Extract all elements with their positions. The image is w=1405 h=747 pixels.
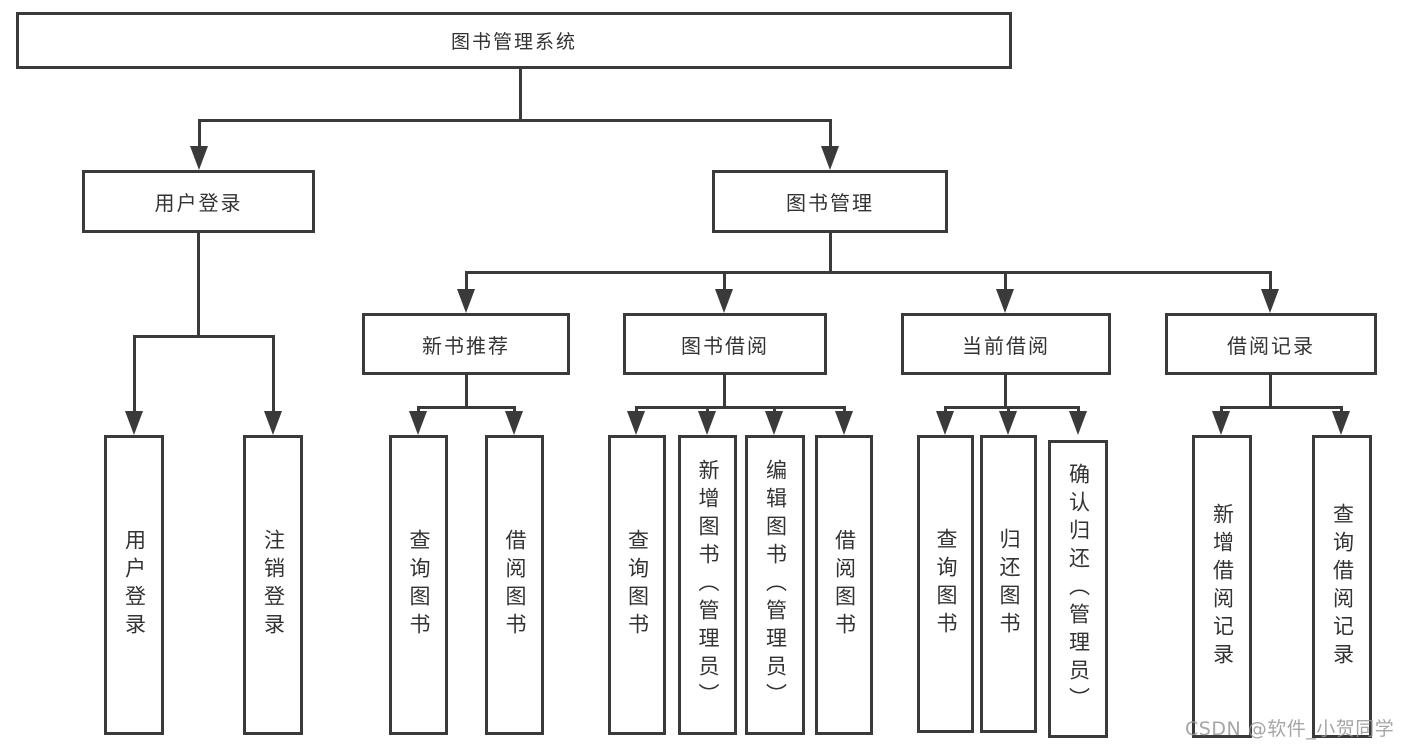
connector-segment <box>723 271 726 289</box>
arrow-down-icon <box>835 411 853 435</box>
leaf-query-borrow-record: 查询借阅记录 <box>1312 435 1372 738</box>
leaf-return-books: 归还图书 <box>980 435 1037 733</box>
arrow-down-icon <box>1069 411 1087 435</box>
node-new-book-recommend: 新书推荐 <box>362 313 570 375</box>
connector-segment <box>1269 271 1272 289</box>
arrow-down-icon <box>409 411 427 435</box>
connector-segment <box>133 335 275 338</box>
arrow-down-icon <box>505 411 523 435</box>
connector-segment <box>1007 406 1010 413</box>
connector-segment <box>133 335 136 411</box>
node-book-management: 图书管理 <box>712 170 948 233</box>
connector-segment <box>1077 406 1080 413</box>
leaf-query-books-borrow: 查询图书 <box>608 435 666 735</box>
connector-segment <box>1269 375 1272 409</box>
connector-segment <box>272 335 275 411</box>
arrow-down-icon <box>936 411 954 435</box>
connector-segment <box>198 119 832 122</box>
arrow-down-icon <box>999 411 1017 435</box>
arrow-down-icon <box>821 146 839 170</box>
arrow-down-icon <box>996 289 1014 313</box>
arrow-down-icon <box>457 289 475 313</box>
leaf-add-borrow-record: 新增借阅记录 <box>1192 435 1252 738</box>
connector-segment <box>519 69 522 119</box>
connector-segment <box>944 406 1080 409</box>
connector-segment <box>465 375 468 409</box>
arrow-down-icon <box>698 411 716 435</box>
connector-segment <box>944 406 947 413</box>
leaf-add-books-admin: 新增图书（管理员） <box>678 435 737 735</box>
connector-segment <box>723 375 726 409</box>
connector-segment <box>1220 406 1223 413</box>
arrow-down-icon <box>1261 289 1279 313</box>
arrow-down-icon <box>1332 411 1350 435</box>
connector-segment <box>465 271 468 289</box>
arrow-down-icon <box>1212 411 1230 435</box>
arrow-down-icon <box>125 411 143 435</box>
leaf-confirm-return-admin: 确认归还（管理员） <box>1048 440 1108 738</box>
connector-segment <box>829 233 832 271</box>
connector-segment <box>198 119 201 149</box>
connector-segment <box>513 406 516 413</box>
connector-segment <box>1004 375 1007 409</box>
leaf-user-login: 用户登录 <box>104 435 164 735</box>
connector-segment <box>706 406 709 413</box>
node-borrow-records: 借阅记录 <box>1165 313 1377 375</box>
connector-segment <box>465 271 1272 274</box>
node-book-borrow: 图书借阅 <box>623 313 827 375</box>
connector-segment <box>635 406 846 409</box>
leaf-logout: 注销登录 <box>243 435 303 735</box>
connector-segment <box>1220 406 1343 409</box>
arrow-down-icon <box>765 411 783 435</box>
connector-segment <box>197 233 200 335</box>
connector-segment <box>829 119 832 149</box>
node-current-borrow: 当前借阅 <box>901 313 1111 375</box>
connector-segment <box>417 406 516 409</box>
leaf-edit-books-admin: 编辑图书（管理员） <box>745 435 805 735</box>
leaf-query-books-current: 查询图书 <box>917 435 974 733</box>
node-user-login: 用户登录 <box>82 170 315 233</box>
connector-segment <box>773 406 776 413</box>
connector-segment <box>843 406 846 413</box>
connector-segment <box>1004 271 1007 289</box>
leaf-borrow-books: 借阅图书 <box>815 435 873 735</box>
leaf-query-books-recommend: 查询图书 <box>389 435 448 735</box>
arrow-down-icon <box>627 411 645 435</box>
node-library-system: 图书管理系统 <box>16 12 1012 69</box>
leaf-borrow-books-recommend: 借阅图书 <box>485 435 544 735</box>
arrow-down-icon <box>190 146 208 170</box>
csdn-watermark: CSDN @软件_小贺同学 <box>1185 718 1395 740</box>
connector-segment <box>417 406 420 413</box>
connector-segment <box>635 406 638 413</box>
connector-segment <box>1340 406 1343 413</box>
arrow-down-icon <box>715 289 733 313</box>
arrow-down-icon <box>264 411 282 435</box>
